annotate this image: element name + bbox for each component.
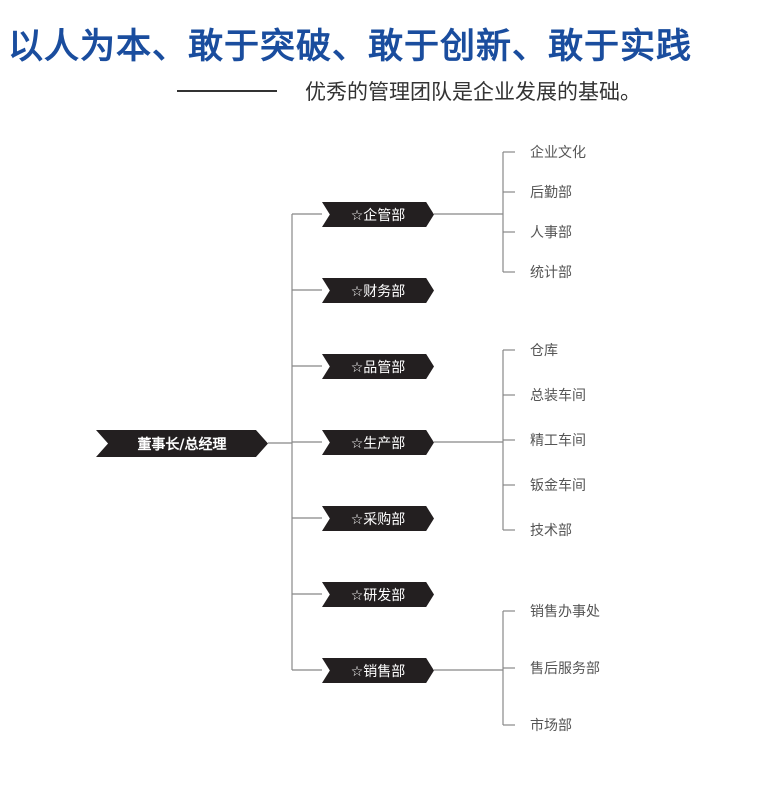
dept-node: ☆品管部 [322, 354, 434, 379]
sub-department: 精工车间 [530, 433, 586, 449]
sub-department: 统计部 [530, 265, 572, 281]
subtitle-divider [177, 90, 277, 92]
dept-node: ☆销售部 [322, 658, 434, 683]
sub-department: 市场部 [530, 718, 572, 734]
dept-node: ☆企管部 [322, 202, 434, 227]
sub-department: 仓库 [530, 343, 558, 359]
sub-department: 总装车间 [530, 388, 586, 404]
dept-node: ☆研发部 [322, 582, 434, 607]
dept-node: ☆采购部 [322, 506, 434, 531]
sub-department: 销售办事处 [530, 604, 600, 620]
root-node: 董事长/总经理 [96, 430, 268, 457]
page-title: 以人为本、敢于突破、敢于创新、敢于实践 [8, 27, 693, 67]
sub-department: 企业文化 [530, 145, 586, 161]
dept-node: ☆财务部 [322, 278, 434, 303]
dept-node: ☆生产部 [322, 430, 434, 455]
page-subtitle: 优秀的管理团队是企业发展的基础。 [305, 80, 641, 104]
sub-department: 技术部 [530, 523, 572, 539]
sub-department: 后勤部 [530, 185, 572, 201]
sub-department: 钣金车间 [530, 478, 586, 494]
sub-department: 售后服务部 [530, 661, 600, 677]
sub-department: 人事部 [530, 225, 572, 241]
